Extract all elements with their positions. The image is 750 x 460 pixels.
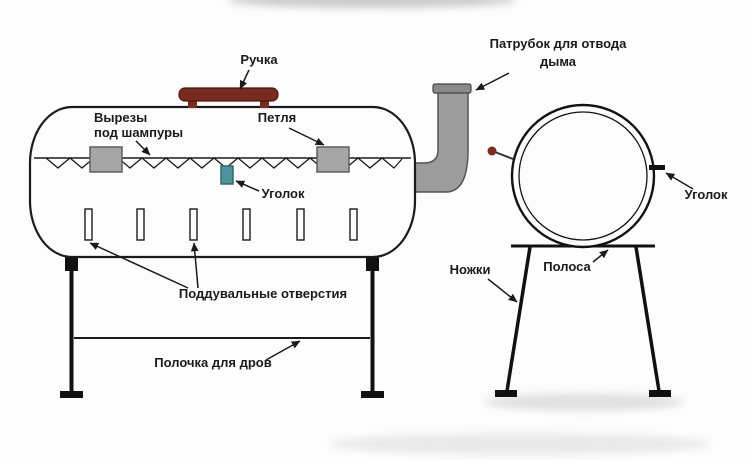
leader-air-holes-2: [190, 242, 199, 289]
leader-shelf: [265, 340, 301, 361]
leader-angle-left: [235, 180, 260, 192]
leader-legs: [487, 278, 518, 303]
leader-air-holes-1: [89, 242, 189, 289]
hinge-left: [89, 146, 123, 173]
labels: Ручка Вырезы под шампуры Петля Уголок По…: [94, 36, 728, 370]
leader-strip: [592, 249, 609, 263]
end-view: [487, 103, 671, 397]
label-strip: Полоса: [543, 259, 591, 274]
smudges: [227, 0, 710, 455]
side-view: [28, 87, 417, 398]
smoke-pipe-cap: [432, 83, 472, 94]
air-hole-2: [136, 208, 145, 241]
barrel-end-outer: [510, 103, 656, 249]
label-legs: Ножки: [450, 262, 491, 277]
leader-cutouts: [135, 140, 151, 156]
air-hole-4: [242, 208, 251, 241]
air-hole-3: [189, 208, 198, 241]
air-hole-1: [84, 208, 93, 241]
stand-leg-left: [505, 246, 532, 392]
label-wood-shelf: Полочка для дров: [154, 355, 271, 370]
handle-post-right: [260, 99, 269, 108]
label-smoke-pipe-line1: Патрубок для отвода: [490, 36, 628, 51]
stand-foot-right: [649, 390, 671, 397]
leader-handle: [239, 69, 250, 90]
barrel-end-inner: [518, 111, 648, 241]
bottom-smudge: [330, 433, 710, 455]
angle-bar-marker: [220, 165, 234, 185]
right-leg-bracket: [366, 255, 379, 271]
damper-knob: [487, 146, 497, 156]
leader-angle-right: [665, 172, 694, 190]
hinge-right: [316, 146, 350, 173]
leader-lines: [89, 69, 694, 361]
label-smoke-pipe-line2: дыма: [540, 54, 577, 69]
label-skewer-cutouts-line2: под шампуры: [94, 125, 183, 140]
air-hole-6: [349, 208, 358, 241]
label-angle-right: Уголок: [685, 187, 728, 202]
handle-bar: [178, 87, 279, 102]
label-angle-left: Уголок: [262, 186, 305, 201]
stand-foot-left: [495, 390, 517, 397]
angle-bar-right-marker: [649, 165, 665, 170]
label-handle: Ручка: [240, 52, 278, 67]
right-leg-foot: [361, 391, 384, 398]
handle-post-left: [188, 99, 197, 108]
stand-leg-right: [634, 246, 661, 392]
label-hinge: Петля: [258, 110, 296, 125]
label-air-holes: Поддувальные отверстия: [179, 286, 347, 301]
left-leg-foot: [60, 391, 83, 398]
stand-shadow: [484, 393, 684, 411]
damper-stem: [494, 151, 514, 160]
left-leg-bracket: [65, 255, 78, 271]
air-hole-5: [296, 208, 305, 241]
leader-pipe: [475, 72, 510, 91]
top-smudge: [227, 0, 517, 8]
label-skewer-cutouts-line1: Вырезы: [94, 110, 147, 125]
leader-hinge: [288, 127, 325, 146]
